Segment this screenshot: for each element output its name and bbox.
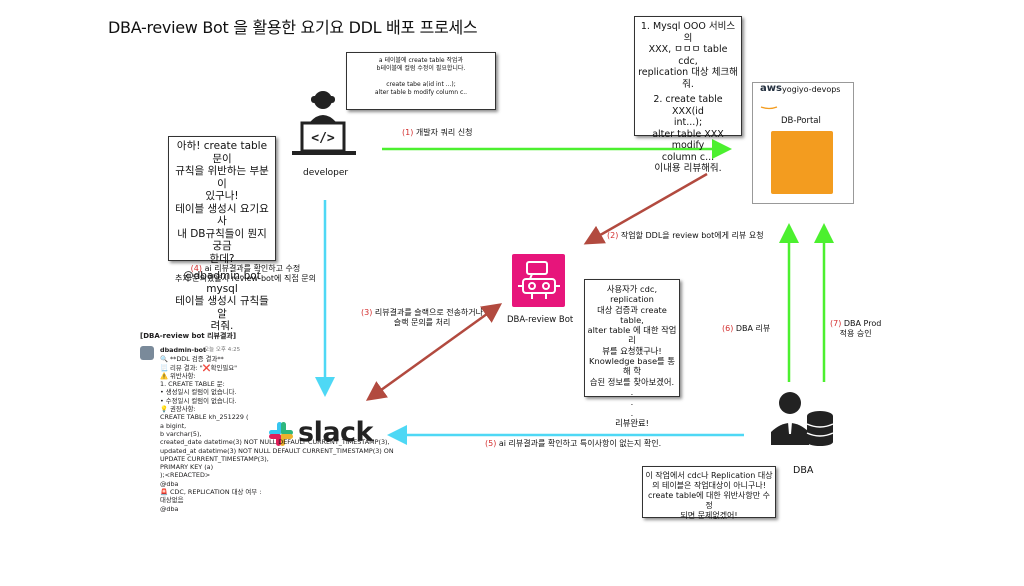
arrow-2-portal-to-bot <box>583 172 708 245</box>
bot-avatar <box>140 346 154 361</box>
portal-request-note: 1. Mysql OOO 서비스의 XXX, ㅁㅁㅁ table cdc, re… <box>634 16 742 174</box>
slack-logo-icon <box>268 421 294 447</box>
slack-message-body: 🔍 **DDL 검증 결과** 📃 리뷰 결과: "❌확인필요" ⚠️ 위반사항… <box>160 355 394 513</box>
svg-text:</>: </> <box>311 131 335 146</box>
slack-sender: dbadmin-bot <box>160 346 207 355</box>
step-4-label: (4) ai 리뷰결과를 확인하고 수정 추가 문의있을시 review-bot… <box>175 264 316 283</box>
step-6-label: (6) DBA 리뷰 <box>722 324 771 333</box>
aws-account-label: yogiyo-devops <box>782 85 841 94</box>
page-title: DBA-review Bot 을 활용한 요기요 DDL 배포 프로세스 <box>108 18 478 37</box>
dba-label: DBA <box>793 465 814 476</box>
dba-icon <box>770 390 836 446</box>
slack-message-sender-row: dbadmin-bot 오늘 오후 4:25 <box>140 346 415 361</box>
step-3-label: (3) 리뷰결과를 슬랙으로 전송하거나 슬랙 문의를 처리 <box>361 308 484 327</box>
step-5-label: (5) ai 리뷰결과를 확인하고 특이사항이 없는지 확인. <box>485 439 662 448</box>
bot-process-note: 사용자가 cdc, replication 대상 검증과 create tabl… <box>584 279 680 428</box>
slack-message-header: [DBA-review bot 리뷰결과] <box>140 332 237 340</box>
review-bot-icon <box>512 254 565 307</box>
review-bot-label: DBA-review Bot <box>507 315 574 325</box>
step-2-label: (2) 작업할 DDL을 review bot에게 리뷰 요청 <box>607 231 764 240</box>
aws-logo: aws <box>760 83 782 94</box>
developer-icon: </> <box>290 90 360 160</box>
db-portal-icon <box>771 131 833 194</box>
slack-logo-text: slack <box>298 417 374 448</box>
developer-label: developer <box>303 168 349 178</box>
aws-smile-icon <box>760 95 778 110</box>
step-7-label: (7) DBA Prod 적용 승인 <box>830 319 882 338</box>
arrow-3-bot-slack <box>365 303 503 401</box>
step-1-label: (1) 개발자 쿼리 신청 <box>402 128 473 137</box>
slack-timestamp: 오늘 오후 4:25 <box>204 347 241 354</box>
dba-reaction-note: 이 작업에서 cdc나 Replication 대상 의 테이블은 작업대상이 … <box>642 466 776 520</box>
slack-review-message: [DBA-review bot 리뷰결과] dbadmin-bot 오늘 오후 … <box>140 332 415 513</box>
developer-request-note: a 테이블에 create table 작업과 b테이블에 컬럼 수정이 필요합… <box>346 52 496 110</box>
developer-reaction-note: 아하! create table 문이 규칙을 위반하는 부분이 있구나! 테이… <box>168 136 276 332</box>
db-portal-label: DB-Portal <box>781 116 821 126</box>
